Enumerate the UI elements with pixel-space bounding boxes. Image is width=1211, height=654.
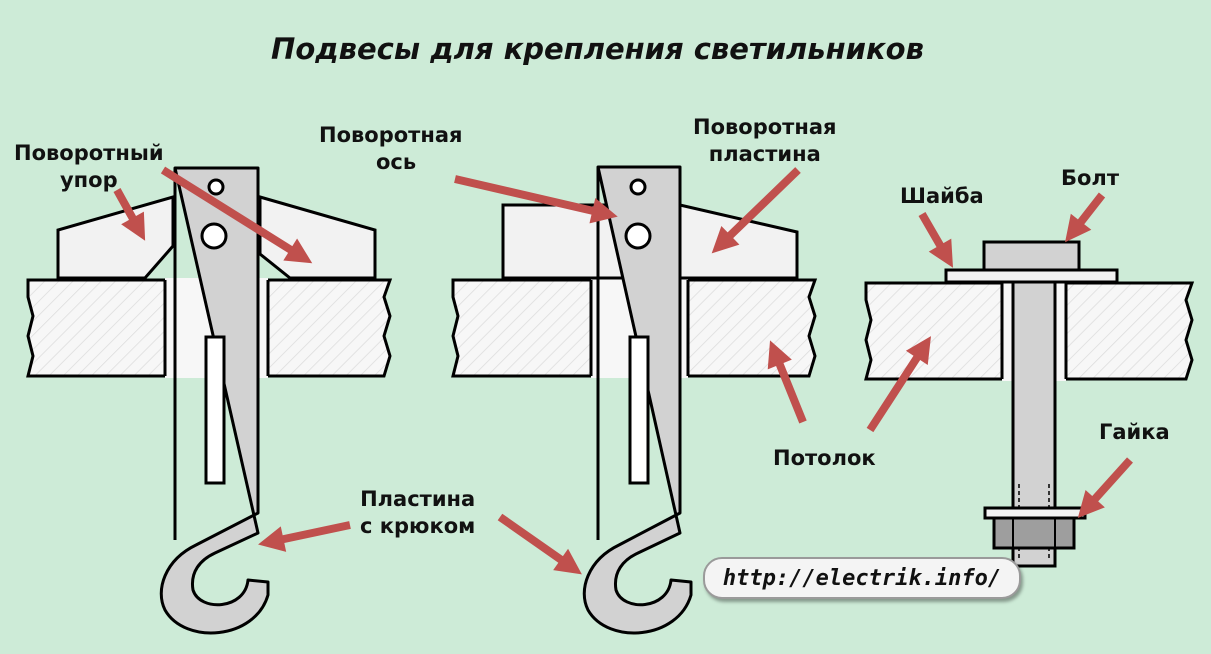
arrow-hook-plate-1: [258, 521, 351, 552]
arrow-bolt: [1065, 192, 1106, 243]
nut: [992, 516, 1076, 550]
washer-top: [944, 268, 1119, 284]
arrow-hook-plate-2: [497, 513, 582, 575]
figure-bolt: [864, 240, 1195, 568]
arrow-nut: [1077, 457, 1133, 518]
label-bolt: Болт: [1061, 166, 1119, 190]
label-rotary-stop: Поворотный упор: [14, 141, 164, 192]
label-ceiling: Потолок: [773, 446, 876, 470]
hook-plate-2: [582, 165, 693, 635]
pivot-hole-small-2: [629, 178, 647, 196]
hook-plate-1: [159, 166, 270, 635]
pivot-hole-large-1: [200, 222, 228, 250]
arrow-rotary-axis: [454, 175, 618, 224]
arrow-ceiling-2: [866, 336, 931, 433]
plate-slot-2: [628, 335, 650, 485]
figure-rotary-stop: [26, 166, 393, 635]
label-washer: Шайба: [900, 184, 984, 208]
figure-rotary-plate: [451, 165, 818, 635]
label-hook-plate: Пластина с крюком: [360, 487, 476, 538]
diagram-title: Подвесы для крепления светильников: [271, 32, 924, 66]
watermark-url: http://electrik.info/: [703, 557, 1021, 599]
label-rotary-plate: Поворотная пластина: [693, 115, 837, 166]
pivot-hole-small-1: [207, 178, 225, 196]
pointer-arrows: [113, 166, 1133, 575]
pivot-hole-large-2: [624, 222, 652, 250]
label-nut: Гайка: [1099, 420, 1170, 444]
arrow-washer: [918, 212, 953, 268]
arrow-rotary-stop-2: [160, 166, 313, 264]
label-rotary-axis: Поворотная ось: [319, 123, 463, 174]
arrow-rotary-plate: [711, 167, 801, 254]
plate-slot-1: [204, 335, 226, 485]
arrow-rotary-stop: [113, 188, 146, 241]
bolt-head: [982, 240, 1081, 273]
arrow-ceiling-1: [767, 340, 807, 424]
